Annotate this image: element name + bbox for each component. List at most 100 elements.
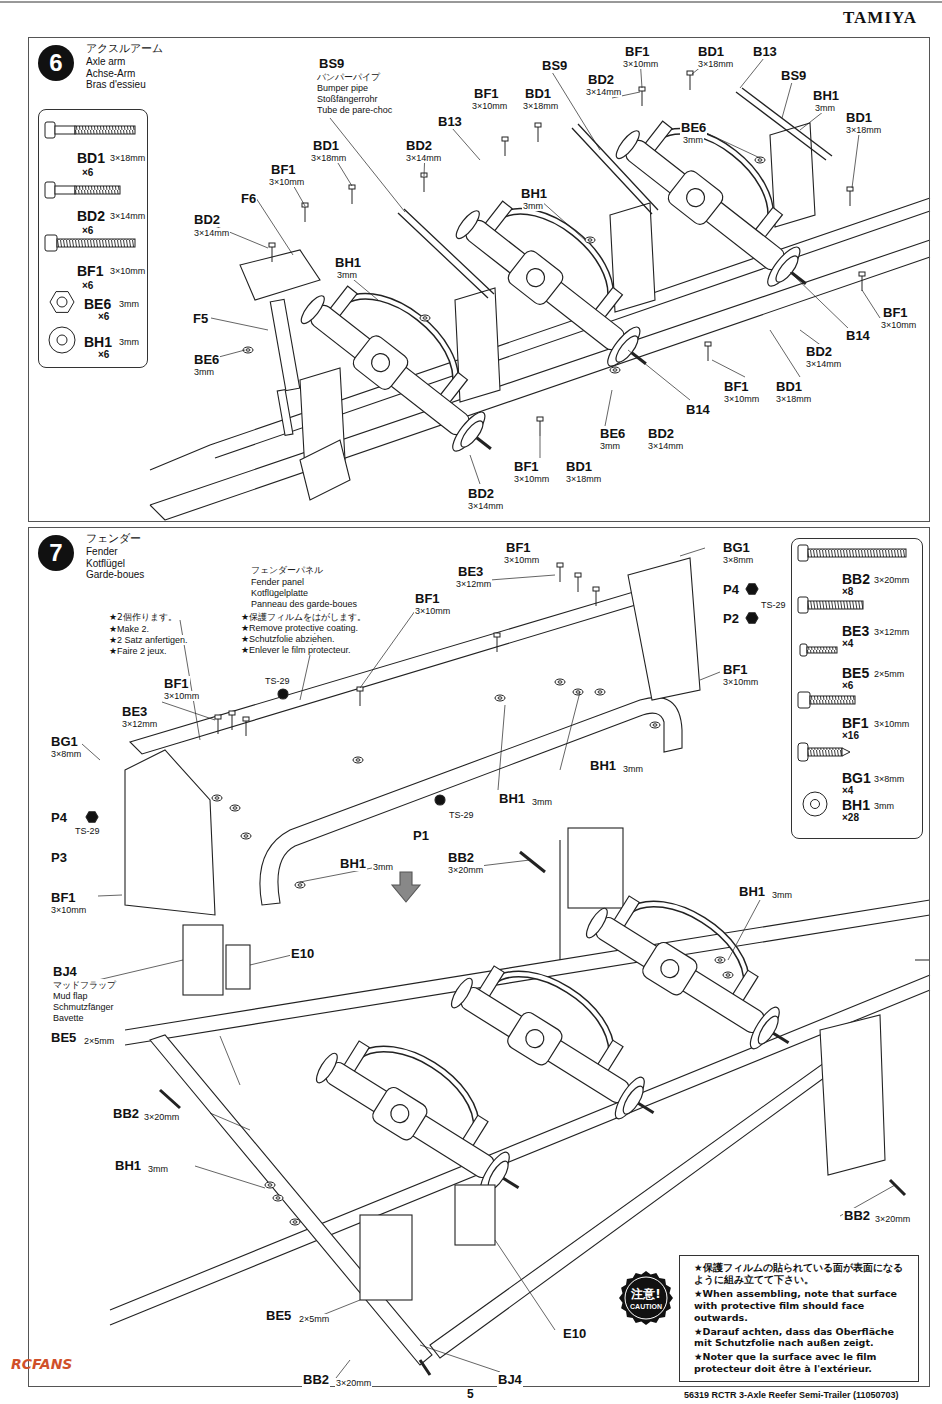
watermark: RCFANS	[10, 1356, 73, 1372]
part-code: BH1	[812, 88, 840, 103]
note-text: Stoßfängerrohr	[316, 94, 379, 104]
part-code: P2	[722, 611, 740, 626]
size-label: 3×14mm	[805, 359, 842, 369]
part-code: BD2	[193, 212, 221, 227]
node-text: ★Noter que la surface avec le film prote…	[694, 1351, 912, 1375]
part-code: BE3	[457, 564, 484, 579]
note-text: Tube de pare-choc	[316, 105, 393, 115]
part-code: BD1	[565, 459, 593, 474]
node-text: 3×10mm	[874, 719, 909, 729]
part-code: BF1	[414, 591, 441, 606]
step-number: 6	[38, 45, 74, 81]
node-text: BE3	[842, 623, 869, 639]
size-label: 2×5mm	[298, 1314, 330, 1324]
step6-illustration	[150, 58, 930, 520]
part-code: E10	[562, 1326, 587, 1341]
part-code: BD2	[647, 426, 675, 441]
node-text: 2×5mm	[874, 669, 904, 679]
size-label: 3×20mm	[874, 1214, 911, 1224]
node-text: ×6	[98, 349, 109, 360]
note-text: Fender panel	[250, 577, 305, 587]
part-code: P4	[722, 582, 740, 597]
part-code: B14	[845, 328, 871, 343]
note-text: フェンダーパネル	[250, 564, 324, 577]
size-label: 3×14mm	[467, 501, 504, 511]
size-label: 3mm	[814, 103, 836, 113]
note-text: ★Faire 2 jeux.	[108, 646, 168, 656]
part-code: BF1	[513, 459, 540, 474]
node-text: ×6	[82, 280, 93, 291]
part-code: BE5	[50, 1030, 77, 1045]
caution-box: ★保護フィルムの貼られている面が表面になるように組み立てて下さい。★When a…	[679, 1255, 919, 1382]
node-text: 3×12mm	[874, 627, 909, 637]
part-code: BH1	[589, 758, 617, 773]
node-text: 3×18mm	[110, 153, 145, 163]
part-code: BD1	[524, 86, 552, 101]
size-label: 3×18mm	[845, 125, 882, 135]
size-label: TS-29	[264, 676, 291, 686]
node-text: ×6	[842, 680, 853, 691]
part-code: B13	[437, 114, 463, 129]
part-code: B14	[685, 402, 711, 417]
node-text: Achse-Arm	[86, 68, 135, 79]
node-text: ×6	[82, 167, 93, 178]
note-text: Kotflügelplatte	[250, 588, 309, 598]
part-code: BF1	[50, 890, 77, 905]
size-label: 3×10mm	[513, 474, 550, 484]
part-code: BF1	[505, 540, 532, 555]
parts-list: BB23×20mm×8BE33×12mm×4BE52×5mm×6BF13×10m…	[791, 538, 923, 839]
part-code: BH1	[334, 255, 362, 270]
size-label: 3×10mm	[723, 394, 760, 404]
size-label: 3mm	[599, 441, 621, 451]
size-label: 3mm	[336, 270, 358, 280]
step-panel: フェンダーFenderKotflügelGarde-boues7BB23×20m…	[28, 527, 930, 1387]
node-text: ×16	[842, 730, 859, 741]
node-text: ×4	[842, 785, 853, 796]
size-label: 2×5mm	[83, 1036, 115, 1046]
node-text: 6	[49, 49, 62, 77]
size-label: 3×12mm	[455, 579, 492, 589]
caution-badge: 注意!CAUTION	[619, 1271, 673, 1325]
part-code: BH1	[498, 791, 526, 806]
size-label: 3mm	[193, 367, 215, 377]
size-label: 3×20mm	[143, 1112, 180, 1122]
page-number: 5	[466, 1387, 475, 1401]
node-text: 3mm	[119, 337, 139, 347]
node-text: BB2	[842, 571, 870, 587]
size-label: 3×10mm	[268, 177, 305, 187]
part-code: BD2	[805, 344, 833, 359]
node-text: Kotflügel	[86, 558, 125, 569]
footer-text: 56319 RCTR 3-Axle Reefer Semi-Trailer (1…	[683, 1390, 900, 1400]
size-label: 3×20mm	[447, 865, 484, 875]
node-text: Axle arm	[86, 56, 125, 67]
part-code: BG1	[50, 734, 79, 749]
size-label: TS-29	[448, 810, 475, 820]
note-text: Schmutzfänger	[52, 1002, 115, 1012]
part-code: BB2	[302, 1372, 330, 1387]
size-label: 3mm	[771, 890, 793, 900]
part-code: BB2	[843, 1208, 871, 1223]
size-label: 3×18mm	[775, 394, 812, 404]
node-text: BH1	[842, 797, 870, 813]
part-code: BF1	[270, 162, 297, 177]
size-label: 3×10mm	[50, 905, 87, 915]
note-text: ★Schutzfolie abziehen.	[240, 634, 336, 644]
part-code: BE6	[193, 352, 220, 367]
node-text: ×28	[842, 812, 859, 823]
node-text: ×4	[842, 638, 853, 649]
part-code: BD2	[405, 138, 433, 153]
note-text: ★Enlever le film protecteur.	[240, 645, 352, 655]
size-label: 3mm	[522, 201, 544, 211]
part-code: P1	[412, 828, 430, 843]
part-code: BD1	[845, 110, 873, 125]
parts-list: BD13×18mm×6BD23×14mm×6BF13×10mm×6BE63mm×…	[38, 109, 148, 368]
note-text: ★2個作ります。	[108, 611, 178, 624]
node-text: CAUTION	[630, 1303, 662, 1310]
size-label: 3×10mm	[414, 606, 451, 616]
part-code: BF1	[882, 305, 909, 320]
part-code: BD2	[587, 72, 615, 87]
size-label: 3×10mm	[622, 59, 659, 69]
part-code: BE6	[680, 120, 707, 135]
node-text: 3×8mm	[874, 774, 904, 784]
